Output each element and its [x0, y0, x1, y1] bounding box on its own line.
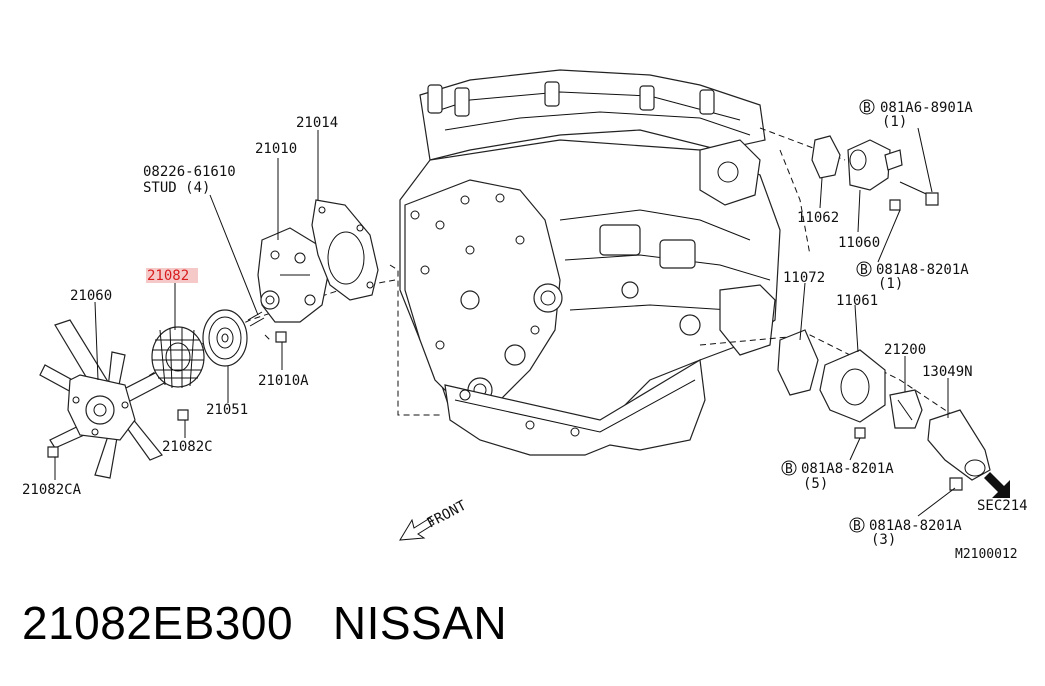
- callout-081A6-8901A[interactable]: 081A6-8901A: [880, 100, 973, 116]
- callout-21060[interactable]: 21060: [70, 288, 112, 304]
- callout-sec214[interactable]: SEC214: [977, 498, 1028, 514]
- fan-coupling-part-21082: [151, 326, 205, 389]
- part-caption: 21082EB300 NISSAN: [22, 596, 507, 650]
- callout-081A8-8201A-c[interactable]: 081A8-8201A: [869, 518, 962, 534]
- leader-lines: [54, 127, 956, 517]
- callout-11060[interactable]: 11060: [838, 235, 880, 251]
- callout-21082-highlighted[interactable]: 21082: [147, 268, 189, 284]
- bolt-b-marker: B: [785, 462, 793, 477]
- callout-qty-3: (3): [871, 532, 896, 548]
- bolt-b-marker: B: [863, 101, 871, 116]
- bolt-b-marker: B: [860, 263, 868, 278]
- exploded-parts-diagram: 21082 21060 08226-61610 STUD (4) 21010 2…: [22, 69, 1028, 562]
- water-inlet-part-11061: [777, 329, 991, 491]
- gasket-part-21014: [311, 199, 379, 301]
- callout-qty-5: (5): [803, 476, 828, 492]
- callout-08226-61610[interactable]: 08226-61610: [143, 164, 236, 180]
- water-pump-part-21010: [247, 227, 329, 343]
- callout-11061[interactable]: 11061: [836, 293, 878, 309]
- callout-qty-1b: (1): [878, 276, 903, 292]
- thermostat-housing-part-11060: [811, 135, 939, 211]
- highlight-box: [146, 268, 198, 283]
- caption-part-number: 21082EB300: [22, 597, 294, 649]
- callout-081A8-8201A-a[interactable]: 081A8-8201A: [876, 262, 969, 278]
- callout-11062[interactable]: 11062: [797, 210, 839, 226]
- callout-21200[interactable]: 21200: [884, 342, 926, 358]
- callout-21014[interactable]: 21014: [296, 115, 338, 131]
- engine-block-illustration: [399, 69, 781, 456]
- callout-081A8-8201A-b[interactable]: 081A8-8201A: [801, 461, 894, 477]
- callout-13049N[interactable]: 13049N: [922, 364, 973, 380]
- callout-21010A[interactable]: 21010A: [258, 373, 309, 389]
- bolt-21082C: [177, 409, 189, 421]
- callout-21082CA[interactable]: 21082CA: [22, 482, 82, 498]
- diagram-reference-code: M2100012: [955, 547, 1018, 562]
- pulley-part-21051: [202, 309, 248, 367]
- callout-11072[interactable]: 11072: [783, 270, 825, 286]
- callout-qty-1a: (1): [882, 114, 907, 130]
- bolt-21082CA: [47, 446, 59, 458]
- callout-21051[interactable]: 21051: [206, 402, 248, 418]
- bolt-b-marker: B: [853, 519, 861, 534]
- front-direction-arrow-icon: [399, 517, 435, 541]
- callout-21082C[interactable]: 21082C: [162, 439, 213, 455]
- caption-brand: NISSAN: [332, 597, 508, 649]
- section-ref-arrow-icon: [984, 472, 1010, 498]
- callout-stud: STUD (4): [143, 180, 210, 196]
- front-label: FRONT: [424, 497, 469, 531]
- cooling-fan-part-21060: [39, 319, 171, 479]
- callout-21010[interactable]: 21010: [255, 141, 297, 157]
